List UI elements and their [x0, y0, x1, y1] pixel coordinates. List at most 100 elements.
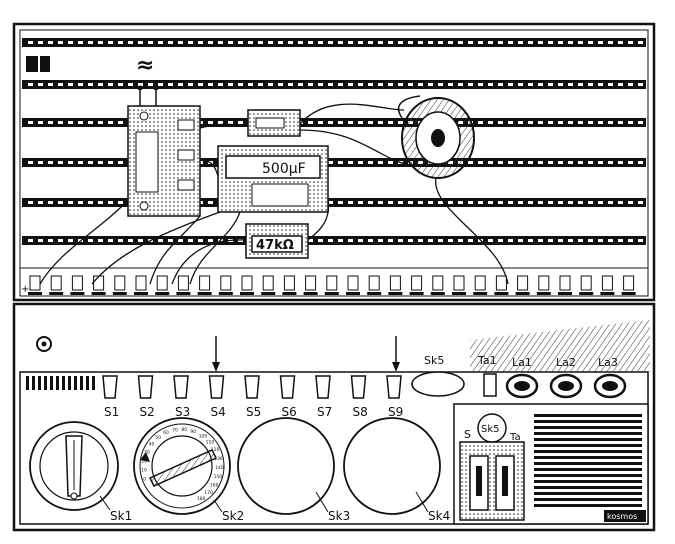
switch-key-7	[315, 375, 331, 399]
panel-label-sk5: Sk5	[481, 424, 500, 435]
terminal	[432, 275, 444, 291]
switch-label-4: S4	[211, 405, 226, 419]
terminal	[93, 275, 105, 291]
label-la2: La2	[556, 356, 576, 369]
brand-label: kosmos	[607, 512, 637, 521]
switch-key-6	[279, 375, 296, 399]
terminal	[135, 275, 147, 291]
switch-key-5	[244, 375, 260, 399]
dial-tick-label: 150	[214, 474, 223, 480]
speaker-grille	[534, 414, 642, 507]
switch-label-1: S1	[104, 405, 119, 419]
dial-tick-label: 50	[155, 435, 161, 441]
rail-4	[22, 158, 646, 167]
brand-plate	[604, 510, 646, 522]
label-ta1: Ta1	[477, 354, 497, 367]
dial-tick-label: 20	[141, 458, 147, 464]
left-clip-2	[40, 56, 50, 72]
transformer-core	[135, 131, 159, 193]
sk5-knob	[477, 413, 507, 443]
terminal	[580, 275, 592, 291]
terminal	[453, 275, 465, 291]
terminal	[517, 275, 529, 291]
dial-tick-label: 90	[190, 429, 196, 435]
switch-label-6: S6	[282, 405, 297, 419]
diode-body	[255, 117, 285, 129]
dial-tick-label: 10	[141, 468, 147, 474]
terminal	[283, 275, 295, 291]
dial-tick-label: 40	[149, 441, 155, 447]
terminal	[305, 275, 317, 291]
switch-label-9: S9	[388, 405, 403, 419]
terminal	[411, 275, 423, 291]
capacitor-base	[251, 183, 309, 207]
dial-tick-label: 130	[214, 456, 223, 462]
dial-tick-label: 160	[210, 483, 219, 489]
terminal	[220, 275, 232, 291]
rail-3	[22, 118, 646, 127]
terminal	[241, 275, 253, 291]
transformer-tab-3	[177, 179, 195, 191]
dial-tick-label: 60	[163, 430, 169, 436]
rail-5	[22, 198, 646, 207]
switch-keys	[102, 375, 402, 399]
switch-label-5: S5	[246, 405, 261, 419]
terminal	[262, 275, 274, 291]
switch-key-1	[102, 375, 118, 399]
sk5-opening	[411, 371, 465, 397]
rail-6	[22, 236, 646, 245]
switch-key-9	[386, 375, 402, 399]
terminal	[538, 275, 550, 291]
rail-2	[22, 80, 646, 89]
terminal	[474, 275, 486, 291]
terminal	[156, 275, 168, 291]
label-sk4: Sk4	[428, 509, 450, 523]
transformer-tab-1	[177, 119, 195, 131]
dial-tick-label: 170	[204, 490, 213, 496]
dial-tick-label: 180	[197, 496, 206, 502]
transformer-screw-2	[139, 201, 149, 211]
resistor-label: 47kΩ	[256, 238, 294, 253]
terminal	[495, 275, 507, 291]
dial-tick-label: 70	[172, 427, 178, 433]
capacitor-body	[225, 155, 321, 179]
dial-tick-label: 140	[215, 465, 224, 471]
dial-tick-label: 120	[211, 447, 220, 453]
wires	[39, 103, 509, 285]
switch-key-4	[208, 375, 225, 399]
terminal	[601, 275, 613, 291]
switch-label-7: S7	[317, 405, 332, 419]
lamp-sockets	[505, 373, 627, 399]
terminal	[71, 275, 83, 291]
panel-label-s: S	[464, 428, 471, 441]
switch-key-3	[173, 375, 189, 399]
panel-hatch	[470, 320, 650, 372]
switch-key-8	[350, 375, 367, 399]
terminal	[623, 275, 635, 291]
switch-key-2	[137, 375, 154, 399]
dial-tick-label: 110	[206, 439, 215, 445]
terminal	[177, 275, 189, 291]
capacitor-label: 500µF	[262, 161, 306, 177]
switch-label-2: S2	[140, 405, 155, 419]
label-la1: La1	[512, 356, 532, 369]
grille-left	[26, 376, 95, 390]
arrows	[212, 336, 400, 372]
dial-tick-label: 100	[199, 433, 208, 439]
transformer-screw-1	[139, 111, 149, 121]
switch-label-8: S8	[353, 405, 368, 419]
resistor-body	[251, 235, 303, 253]
terminal	[114, 275, 126, 291]
dial-tick-label: 80	[181, 427, 187, 433]
rail-1	[22, 38, 646, 47]
label-sk5: Sk5	[424, 354, 444, 367]
ta1-key	[483, 373, 497, 397]
speaker-coil-hub	[431, 129, 445, 147]
transformer-tab-2	[177, 149, 195, 161]
label-la3: La3	[598, 356, 618, 369]
